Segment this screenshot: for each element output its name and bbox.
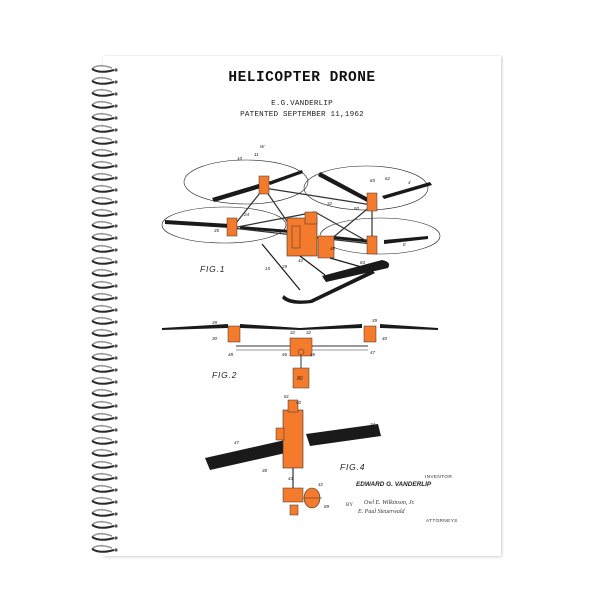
svg-text:30: 30 [212,336,218,341]
spiral-coil [91,112,118,121]
spiral-coil [91,376,118,385]
spiral-coil [91,304,118,313]
spiral-coil [91,232,118,241]
spiral-coil [91,400,118,409]
spiral-coil [91,268,118,277]
svg-text:45: 45 [310,352,316,357]
inventor-name: EDWARD G. VANDERLIP [356,481,432,488]
spiral-coil [91,88,118,97]
spiral-coil [91,388,118,397]
spiral-coil [91,472,118,481]
spiral-coil [91,328,118,337]
spiral-coil [91,184,118,193]
drawing-title: HELICOPTER DRONE [228,70,376,86]
spiral-coil [91,220,118,229]
spiral-coil [91,280,118,289]
svg-text:35: 35 [214,228,220,233]
spiral-coil [91,424,118,433]
fig4-label: FIG.4 [340,462,366,472]
spiral-coil [91,316,118,325]
spiral-coil [91,196,118,205]
svg-text:11: 11 [254,152,259,157]
spiral-coil [91,136,118,145]
svg-text:34: 34 [370,422,376,427]
svg-text:32: 32 [290,330,296,335]
fig1-label: FIG.1 [200,264,226,274]
spiral-coil [91,520,118,529]
svg-text:48: 48 [228,352,234,357]
svg-text:47: 47 [370,350,376,355]
svg-text:32: 32 [306,330,312,335]
svg-text:38: 38 [332,430,338,435]
by-label: BY [346,503,353,508]
svg-text:80: 80 [297,376,303,382]
spiral-coil [91,148,118,157]
inventor-caption: INVENTOR [425,475,453,480]
spiral-coil [91,484,118,493]
svg-text:81: 81 [284,394,290,399]
svg-text:50: 50 [354,206,360,211]
svg-text:24: 24 [243,212,250,217]
notebook-page [103,56,501,556]
spiral-coil [91,508,118,517]
spiral-coil [91,76,118,85]
svg-text:10: 10 [237,156,243,161]
svg-text:W: W [260,144,265,149]
spiral-coil [91,544,118,553]
fig2-rotor-arm: 39 39 30 40 32 32 46 45 48 47 80 [162,318,438,389]
spiral-coil [91,292,118,301]
spiral-coil [91,172,118,181]
spiral-coil [91,340,118,349]
spiral-coil [91,64,118,73]
svg-text:39: 39 [212,320,218,325]
svg-text:83: 83 [360,260,366,265]
svg-text:42: 42 [318,482,324,487]
spiral-coil [91,244,118,253]
spiral-coil [91,436,118,445]
svg-text:89: 89 [324,504,330,509]
patent-line: PATENTED SEPTEMBER 11,1962 [240,111,364,119]
svg-text:83: 83 [370,178,376,183]
signature-2: E. Paul Steuerwald [358,509,405,515]
spiral-coil [91,100,118,109]
spiral-binding [91,64,118,553]
spiral-coil [91,208,118,217]
svg-text:43: 43 [288,476,294,481]
inventor-line: E.G.VANDERLIP [271,100,333,108]
svg-text:45: 45 [330,246,336,251]
svg-text:4: 4 [408,180,411,185]
svg-text:62: 62 [385,176,391,181]
svg-text:32: 32 [327,201,333,206]
spiral-coil [91,160,118,169]
svg-text:39: 39 [372,318,378,323]
svg-text:46: 46 [282,352,288,357]
fig1-drone: 10 11W 83 62 4 32 50 35 24 42 45 E 83 15 29 [161,144,441,304]
svg-text:E: E [403,242,407,247]
svg-text:40: 40 [296,400,302,405]
svg-text:40: 40 [382,336,388,341]
spiral-coil [91,532,118,541]
svg-text:38: 38 [262,468,268,473]
spiral-coil [91,460,118,469]
fig4-hub-detail: 40 81 47 38 74 43 42 89 38 34 [205,394,381,516]
spiral-coil [91,496,118,505]
svg-text:74: 74 [274,448,280,453]
fig2-label: FIG.2 [212,370,238,380]
spiral-coil [91,352,118,361]
spiral-coil [91,412,118,421]
svg-text:29: 29 [281,264,288,269]
spiral-coil [91,448,118,457]
spiral-coil [91,124,118,133]
spiral-coil [91,364,118,373]
signature-1: Owl E. Wilkinson, Jr. [364,500,415,506]
svg-text:47: 47 [234,440,240,445]
spiral-coil [91,256,118,265]
attorneys-caption: ATTORNEYS [426,519,458,524]
svg-text:15: 15 [265,266,271,271]
svg-text:42: 42 [298,258,304,263]
